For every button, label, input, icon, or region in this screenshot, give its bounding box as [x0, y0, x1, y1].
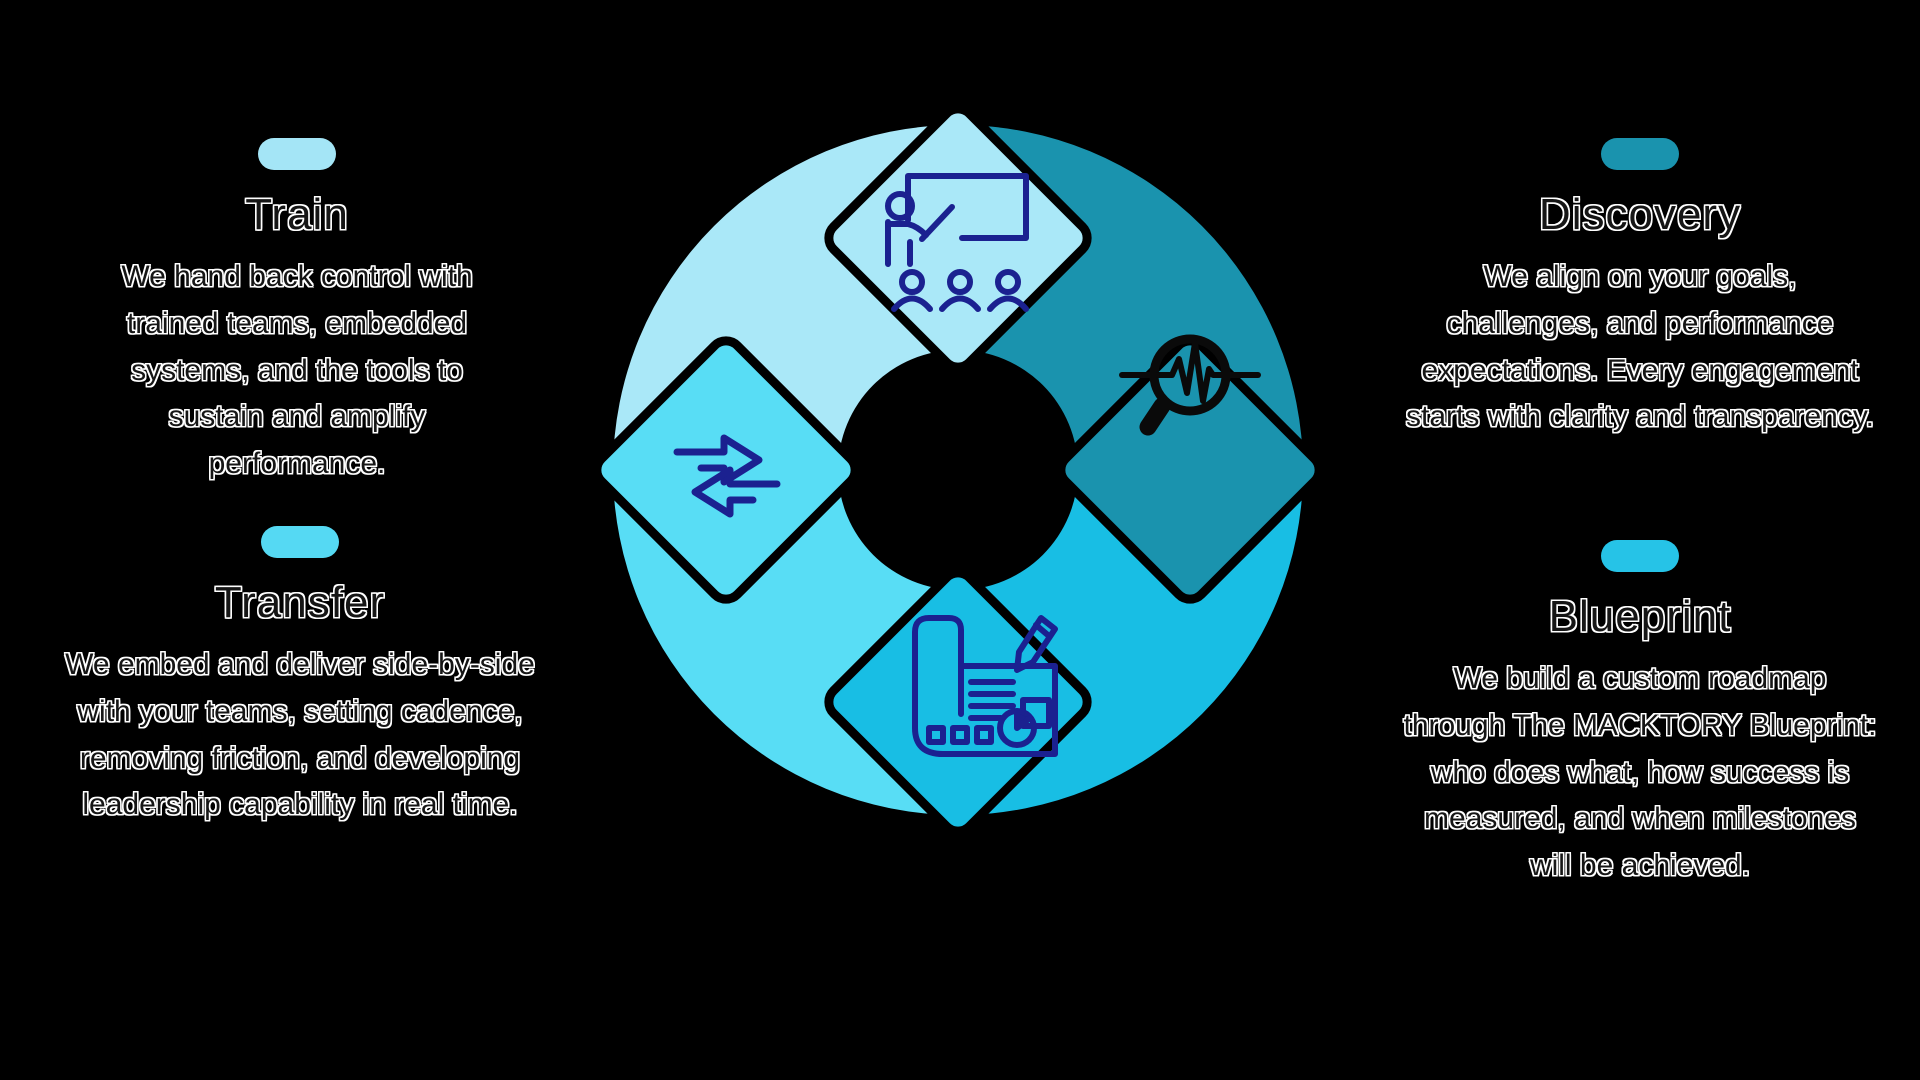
transfer-arrows-icon — [673, 434, 781, 518]
transfer-section: Transfer We embed and deliver side-by-si… — [65, 526, 535, 829]
train-title: Train — [245, 190, 349, 239]
blueprint-section: Blueprint We build a custom roadmap thro… — [1400, 540, 1880, 890]
train-body: We hand back control with trained teams,… — [121, 260, 473, 481]
discovery-diamond — [1056, 336, 1324, 604]
train-section: Train We hand back control with trained … — [92, 138, 502, 488]
train-pill — [258, 138, 336, 170]
transfer-title: Transfer — [214, 578, 386, 627]
discovery-section: Discovery We align on your goals, challe… — [1405, 138, 1875, 441]
blueprint-title: Blueprint — [1548, 592, 1732, 641]
discovery-title: Discovery — [1538, 190, 1742, 239]
discovery-body: We align on your goals, challenges, and … — [1406, 260, 1874, 434]
magnifier-pulse-icon — [1119, 334, 1261, 436]
blueprint-pill — [1601, 540, 1679, 572]
blueprint-pencil-icon — [912, 615, 1058, 757]
presentation-training-icon — [885, 173, 1029, 312]
blueprint-body: We build a custom roadmap through The MA… — [1403, 662, 1877, 883]
transfer-body: We embed and deliver side-by-side with y… — [65, 648, 535, 822]
discovery-pill — [1601, 138, 1679, 170]
transfer-pill — [261, 526, 339, 558]
